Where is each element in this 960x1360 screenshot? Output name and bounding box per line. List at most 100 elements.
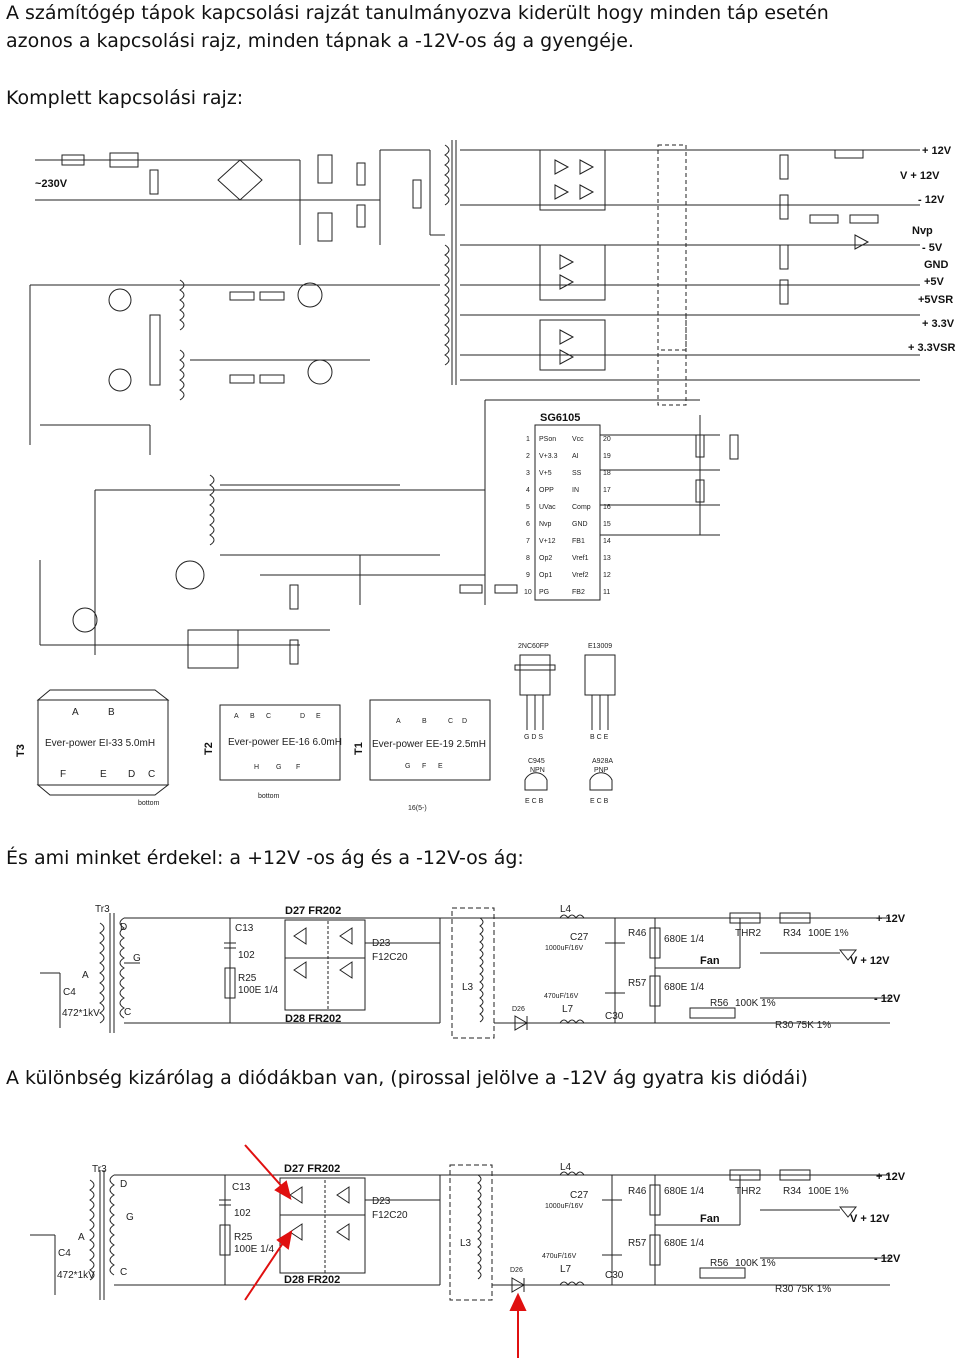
part-label: R34 — [783, 1186, 802, 1197]
t2-pin: C — [266, 713, 271, 720]
rail-4: Nvp — [912, 225, 933, 237]
ic-right-pin: AI — [572, 453, 579, 460]
output-label: V + 12V — [850, 955, 890, 967]
t1-pin: G — [405, 763, 410, 770]
t2-pin: F — [296, 764, 300, 771]
part-label: Fan — [700, 955, 720, 967]
section3-title: A különbség kizárólag a diódákban van, (… — [6, 1067, 808, 1089]
rail-8: +5VSR — [918, 294, 953, 306]
part-label: C4 — [63, 987, 76, 998]
part-label: R25 — [234, 1232, 253, 1243]
part-label: THR2 — [735, 1186, 762, 1197]
ic-left-num: 2 — [526, 453, 530, 460]
ic-left-pin: UVac — [539, 504, 556, 511]
ic-right-pin: FB1 — [572, 538, 585, 545]
detail-schematic-2: Tr3 D G C A C4 472*1kV C13 102 R25 100E … — [30, 1144, 906, 1358]
pkg-name: 2NC60FP — [518, 643, 549, 650]
part-label: 472*1kV — [62, 1008, 100, 1019]
ic-left-num: 3 — [526, 470, 530, 477]
pkg-pins: G D S — [524, 734, 543, 741]
part-label: 100E 1% — [808, 928, 849, 939]
ic-left-num: 9 — [526, 572, 530, 579]
full-schematic-title: Komplett kapcsolási rajz: — [6, 87, 244, 109]
part-label: R25 — [238, 973, 257, 984]
ic-left-num: 8 — [526, 555, 530, 562]
ic-left-pin: Nvp — [539, 521, 552, 528]
section2-title: És ami minket érdekel: a +12V -os ág és … — [6, 847, 524, 869]
part-label: 470uF/16V — [542, 1253, 577, 1260]
ic-left-num: 10 — [524, 589, 532, 596]
rail-6: GND — [924, 259, 949, 271]
part-label: D23 — [372, 1196, 391, 1207]
part-label: 1000uF/16V — [545, 1203, 583, 1210]
part-label: D28 FR202 — [284, 1274, 340, 1286]
part-label: D27 FR202 — [285, 905, 341, 917]
ic-right-num: 13 — [603, 555, 611, 562]
ic-left-pin: V+12 — [539, 538, 556, 545]
part-label: C27 — [570, 1190, 589, 1201]
part-label: L4 — [560, 1162, 572, 1173]
part-label: R57 — [628, 978, 647, 989]
t1-id: T1 — [353, 742, 365, 755]
part-label: THR2 — [735, 928, 762, 939]
part-label: R30 75K 1% — [775, 1284, 831, 1295]
part-label: 102 — [234, 1208, 251, 1219]
ic-left-pin: Op1 — [539, 572, 552, 579]
highlight-arrows — [244, 1144, 527, 1358]
part-label: R46 — [628, 1186, 647, 1197]
part-label: 102 — [238, 950, 255, 961]
detail1-labels: Tr3 D G C A C4 472*1kV C13 102 R25 100E … — [62, 904, 906, 1031]
part-label: Tr3 — [95, 904, 110, 915]
part-label: D23 — [372, 938, 391, 949]
part-label: L4 — [560, 904, 572, 915]
t1-pin: F — [422, 763, 426, 770]
ic-right-pin: Comp — [572, 504, 591, 511]
transformer-t3: T3 Ever-power EI-33 5.0mH A B F E D C bo… — [15, 707, 160, 807]
output-label: V + 12V — [850, 1213, 890, 1225]
part-label: L3 — [460, 1238, 472, 1249]
pkg-name: A928A — [592, 758, 613, 765]
part-label: D26 — [510, 1267, 523, 1274]
ic-right-num: 20 — [603, 436, 611, 443]
mains-label: ~230V — [35, 178, 68, 190]
rail-7: +5V — [924, 276, 945, 288]
red-arrow-lower — [244, 1239, 286, 1301]
part-label: D — [120, 922, 127, 933]
ic-left-num: 4 — [526, 487, 530, 494]
rail-5: - 5V — [922, 242, 943, 254]
transformer-t2: T2 Ever-power EE-16 6.0mH A B C D E H G … — [203, 713, 342, 800]
ic-right-pin: Vref2 — [572, 572, 589, 579]
part-label: 100E 1/4 — [238, 985, 278, 996]
red-arrow-bottom-head — [509, 1292, 527, 1311]
ic-left-num: 7 — [526, 538, 530, 545]
ic-left-pin: V+5 — [539, 470, 552, 477]
part-label: A — [78, 1232, 85, 1243]
rail-1: + 12V — [922, 145, 952, 157]
part-label: R57 — [628, 1238, 647, 1249]
part-label: D — [120, 1179, 127, 1190]
output-label: + 12V — [876, 1171, 906, 1183]
part-label: 680E 1/4 — [664, 1186, 704, 1197]
ic-right-pin: Vref1 — [572, 555, 589, 562]
t3-pin: A — [72, 707, 79, 718]
t2-note: bottom — [258, 793, 280, 800]
t1-pin: C — [448, 718, 453, 725]
ic-right-pin: SS — [572, 470, 582, 477]
part-label: 100E 1/4 — [234, 1244, 274, 1255]
part-label: 472*1kV — [57, 1270, 95, 1281]
pkg-type: PNP — [594, 767, 609, 774]
intro-line-1: A számítógép tápok kapcsolási rajzát tan… — [6, 2, 829, 24]
part-label: 100K 1% — [735, 998, 776, 1009]
t3-id: T3 — [15, 744, 27, 757]
t2-pin: E — [316, 713, 321, 720]
t3-pin: B — [108, 707, 115, 718]
part-label: R46 — [628, 928, 647, 939]
t1-note: 16(5-) — [408, 805, 427, 812]
t3-note: bottom — [138, 800, 160, 807]
part-label: C — [120, 1267, 127, 1278]
ic-right-pin: IN — [572, 487, 579, 494]
part-label: Tr3 — [92, 1164, 107, 1175]
ic-right-num: 11 — [603, 589, 610, 596]
part-label: L7 — [560, 1264, 572, 1275]
t2-pin: H — [254, 764, 259, 771]
